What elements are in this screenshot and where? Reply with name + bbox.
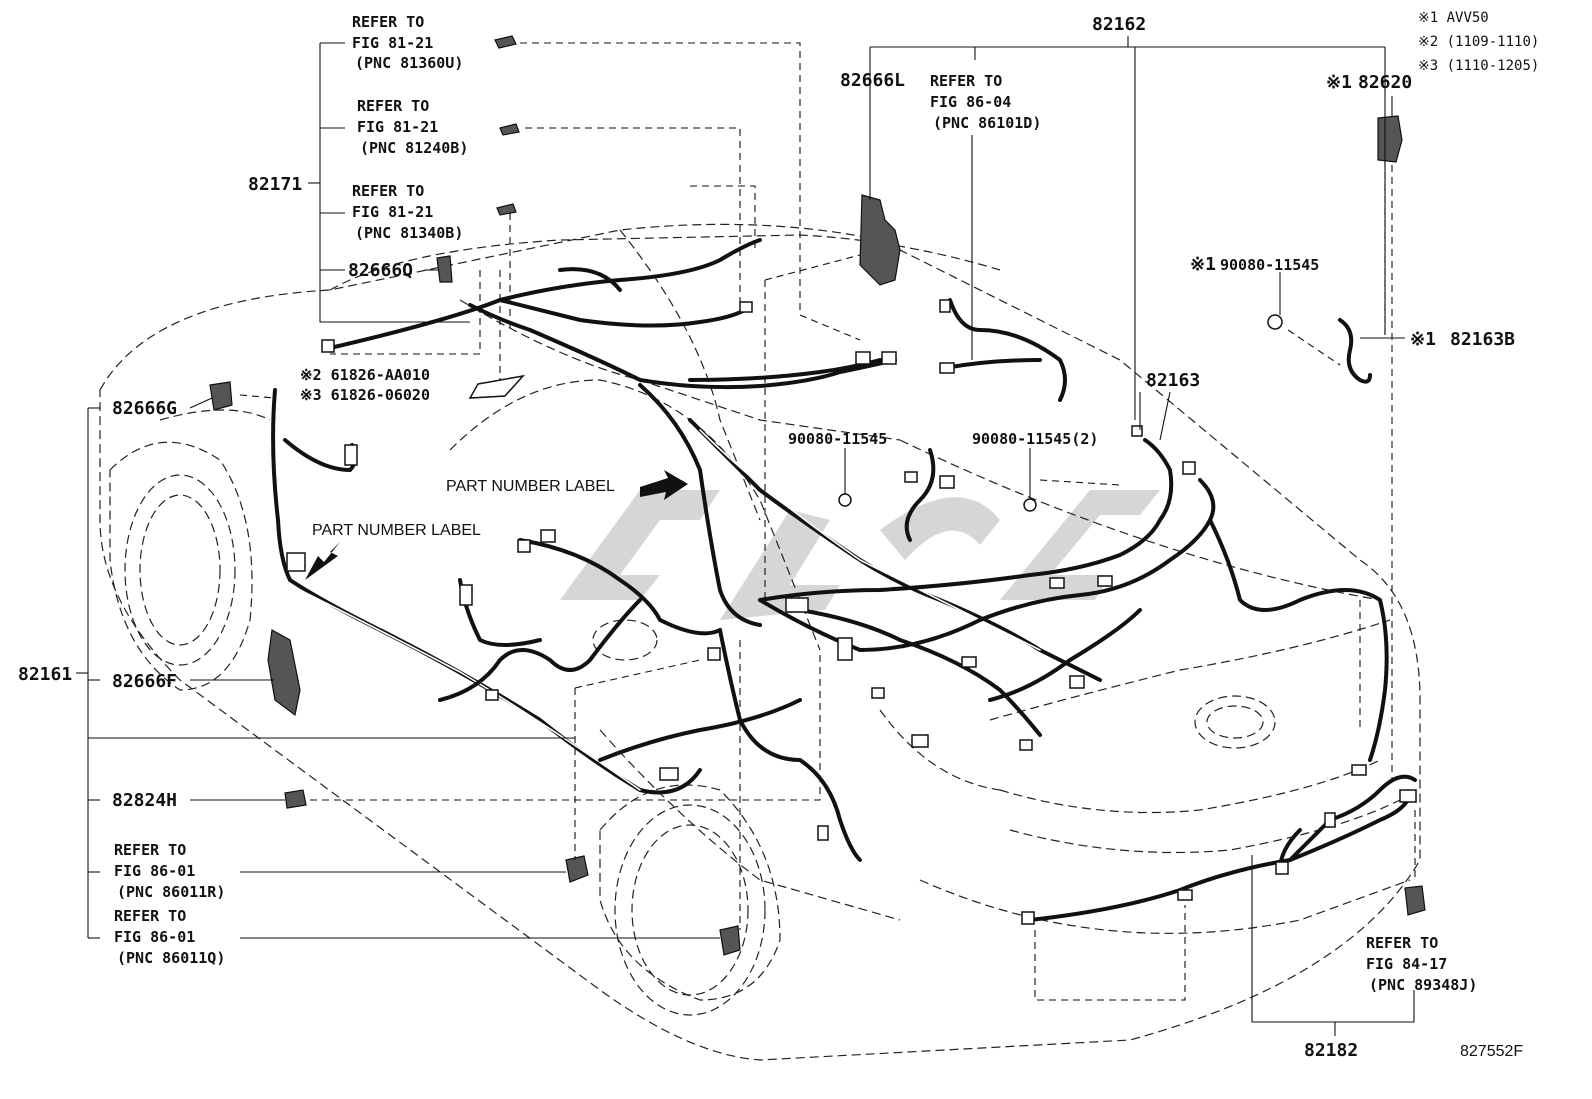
part-89348J xyxy=(1404,885,1426,916)
part-86011R xyxy=(565,855,589,883)
callout-bolt-top: 90080-11545 xyxy=(1220,256,1319,274)
svg-text:(PNC 86011R): (PNC 86011R) xyxy=(117,883,225,901)
reference-81360U: REFER TO FIG 81-21 (PNC 81360U) xyxy=(352,13,463,72)
callout-82161: 82161 xyxy=(18,664,72,685)
callout-82666F: 82666F xyxy=(112,671,177,692)
watermark-logo xyxy=(560,490,1160,620)
svg-text:FIG 81-21: FIG 81-21 xyxy=(352,34,433,52)
svg-text:(PNC 81340B): (PNC 81340B) xyxy=(355,224,463,242)
callout-82171: 82171 xyxy=(248,174,302,195)
connectors xyxy=(286,299,1417,925)
svg-text:FIG 81-21: FIG 81-21 xyxy=(352,203,433,221)
callout-82666Q: 82666Q xyxy=(348,260,413,281)
front-wheel xyxy=(109,441,253,691)
bolt-90080-right xyxy=(1023,498,1037,512)
part-number-label-plate xyxy=(468,374,526,399)
callout-bolt-center: 90080-11545 xyxy=(788,430,887,448)
callout-82620: 82620 xyxy=(1358,72,1412,93)
figure-code: 827552F xyxy=(1460,1043,1523,1060)
arrow-part-label-1 xyxy=(640,470,688,500)
svg-text:(PNC 86101D): (PNC 86101D) xyxy=(933,114,1041,132)
arrow-part-label-2 xyxy=(305,542,340,580)
svg-text:REFER TO: REFER TO xyxy=(930,72,1002,90)
callout-82824H: 82824H xyxy=(112,790,177,811)
reference-81240B: REFER TO FIG 81-21 (PNC 81240B) xyxy=(357,97,468,157)
note-range-3: ※3 (1110-1205) xyxy=(1418,58,1539,74)
svg-text:FIG 84-17: FIG 84-17 xyxy=(1366,955,1447,973)
callout-82162: 82162 xyxy=(1092,14,1146,35)
svg-text:FIG 86-04: FIG 86-04 xyxy=(930,93,1011,111)
svg-text:REFER TO: REFER TO xyxy=(352,182,424,200)
mark-82620: ※1 xyxy=(1326,72,1352,93)
small-parts xyxy=(209,35,1426,956)
note-avv50: ※1 AVV50 xyxy=(1418,10,1489,26)
mark-bolt-top: ※1 xyxy=(1190,254,1216,275)
rear-wheel xyxy=(599,784,781,1016)
part-number-label-2: PART NUMBER LABEL xyxy=(312,522,481,539)
part-82824H xyxy=(284,789,307,809)
reference-86101D: REFER TO FIG 86-04 (PNC 86101D) xyxy=(930,72,1041,132)
reference-89348J: REFER TO FIG 84-17 (PNC 89348J) xyxy=(1366,934,1477,994)
alt-part-3: ※3 61826-06020 xyxy=(300,386,430,404)
leader-lines xyxy=(76,36,1415,1036)
svg-text:(PNC 86011Q): (PNC 86011Q) xyxy=(117,949,225,967)
callout-82182: 82182 xyxy=(1304,1040,1358,1061)
svg-text:REFER TO: REFER TO xyxy=(357,97,429,115)
reference-86011Q: REFER TO FIG 86-01 (PNC 86011Q) xyxy=(114,907,225,967)
svg-text:REFER TO: REFER TO xyxy=(114,907,186,925)
part-82666Q xyxy=(436,255,453,283)
part-86011Q xyxy=(719,925,741,956)
svg-text:REFER TO: REFER TO xyxy=(114,841,186,859)
part-82666G xyxy=(209,381,233,411)
callout-bolt-right: 90080-11545(2) xyxy=(972,430,1098,448)
svg-text:(PNC 89348J): (PNC 89348J) xyxy=(1369,976,1477,994)
callout-82666L: 82666L xyxy=(840,70,905,91)
callout-82666G: 82666G xyxy=(112,398,177,419)
reference-81340B: REFER TO FIG 81-21 (PNC 81340B) xyxy=(352,182,463,242)
part-82666F xyxy=(267,629,301,717)
svg-text:FIG 86-01: FIG 86-01 xyxy=(114,928,195,946)
part-82620 xyxy=(1377,115,1403,163)
mark-82163B: ※1 xyxy=(1410,329,1436,350)
callout-82163B: 82163B xyxy=(1450,329,1515,350)
svg-text:REFER TO: REFER TO xyxy=(1366,934,1438,952)
svg-text:FIG 86-01: FIG 86-01 xyxy=(114,862,195,880)
alt-part-2: ※2 61826-AA010 xyxy=(300,366,430,384)
part-82666L xyxy=(859,194,901,286)
note-range-2: ※2 (1109-1110) xyxy=(1418,34,1539,50)
car-body-outline xyxy=(99,223,1421,1061)
wire-harness xyxy=(271,238,1417,922)
part-number-label-1: PART NUMBER LABEL xyxy=(446,478,615,495)
svg-text:FIG 81-21: FIG 81-21 xyxy=(357,118,438,136)
bolt-90080-top xyxy=(1267,314,1283,330)
callout-82163: 82163 xyxy=(1146,370,1200,391)
svg-text:(PNC 81360U): (PNC 81360U) xyxy=(355,54,463,72)
svg-text:(PNC 81240B): (PNC 81240B) xyxy=(360,139,468,157)
dashed-locators xyxy=(239,42,1416,1001)
reference-86011R: REFER TO FIG 86-01 (PNC 86011R) xyxy=(114,841,225,901)
svg-text:REFER TO: REFER TO xyxy=(352,13,424,31)
bolt-90080-center xyxy=(838,493,852,507)
